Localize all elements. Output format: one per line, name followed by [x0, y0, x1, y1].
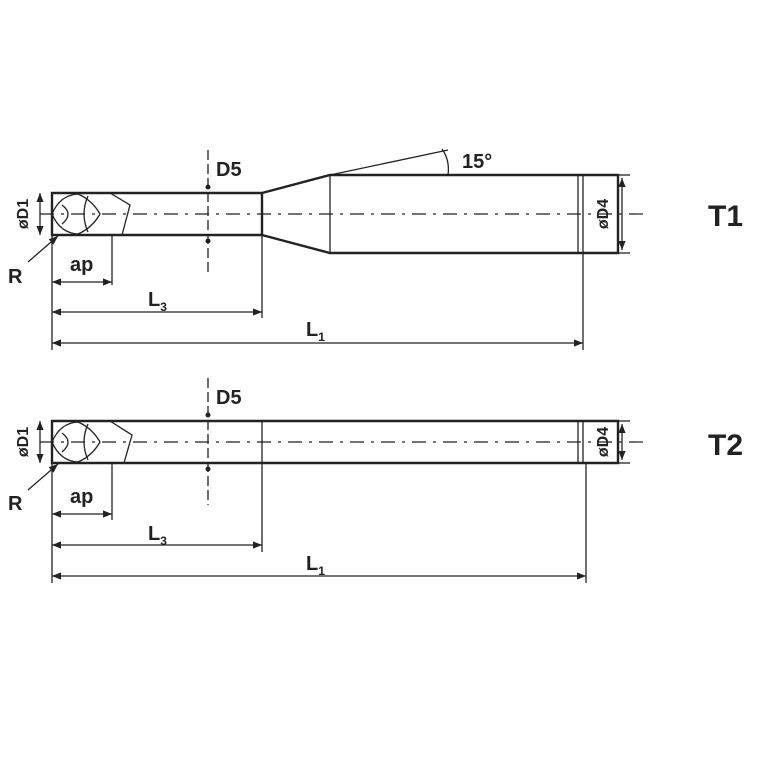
t2-l1-main: L [306, 553, 318, 575]
t1-l3-label: L3 [148, 289, 167, 314]
t1-l1-label: L1 [306, 319, 325, 344]
t2-d5-label: D5 [216, 387, 242, 409]
t1-l1-sub: 1 [318, 330, 325, 344]
t1-d5-label: D5 [216, 159, 242, 181]
t1-ap-label: ap [70, 254, 93, 276]
t2-d4-label: øD4 [595, 427, 612, 457]
t1-d4-label: øD4 [595, 199, 612, 229]
tool-drawing-t1: øD1 R ap L3 L1 D5 øD4 15° T1 [8, 148, 743, 350]
t1-flute-detail [51, 192, 131, 236]
t1-angle-label: 15° [462, 151, 492, 173]
t2-d5-dot-top [205, 412, 211, 418]
t1-type-label: T1 [708, 200, 743, 233]
t1-d5-dot-top [205, 184, 211, 190]
t1-l3-sub: 3 [160, 300, 167, 314]
t2-l1-sub: 1 [318, 564, 325, 578]
t1-l3-main: L [148, 289, 160, 311]
t2-r-leader [27, 463, 59, 491]
t2-r-label: R [8, 493, 23, 515]
t2-l3-label: L3 [148, 523, 167, 548]
t2-d1-label: øD1 [15, 427, 32, 457]
t2-ap-label: ap [70, 486, 93, 508]
tool-drawing-t2: øD1 R ap L3 L1 D5 øD4 T2 [8, 378, 743, 583]
t1-r-label: R [8, 266, 23, 288]
t1-neck-to-shank [261, 173, 620, 255]
t1-d5-dot-bottom [205, 238, 211, 244]
t2-d5-dot-bottom [205, 466, 211, 472]
t1-angle-line [329, 149, 449, 176]
t2-l3-main: L [148, 523, 160, 545]
t2-flute-detail [51, 420, 133, 464]
t2-l1-label: L1 [306, 553, 325, 578]
t2-l3-sub: 3 [160, 534, 167, 548]
t2-type-label: T2 [708, 429, 743, 462]
t1-l1-main: L [306, 319, 318, 341]
t1-r-leader [27, 235, 59, 263]
t1-angle-arc [441, 148, 450, 176]
t1-d1-label: øD1 [15, 199, 32, 229]
